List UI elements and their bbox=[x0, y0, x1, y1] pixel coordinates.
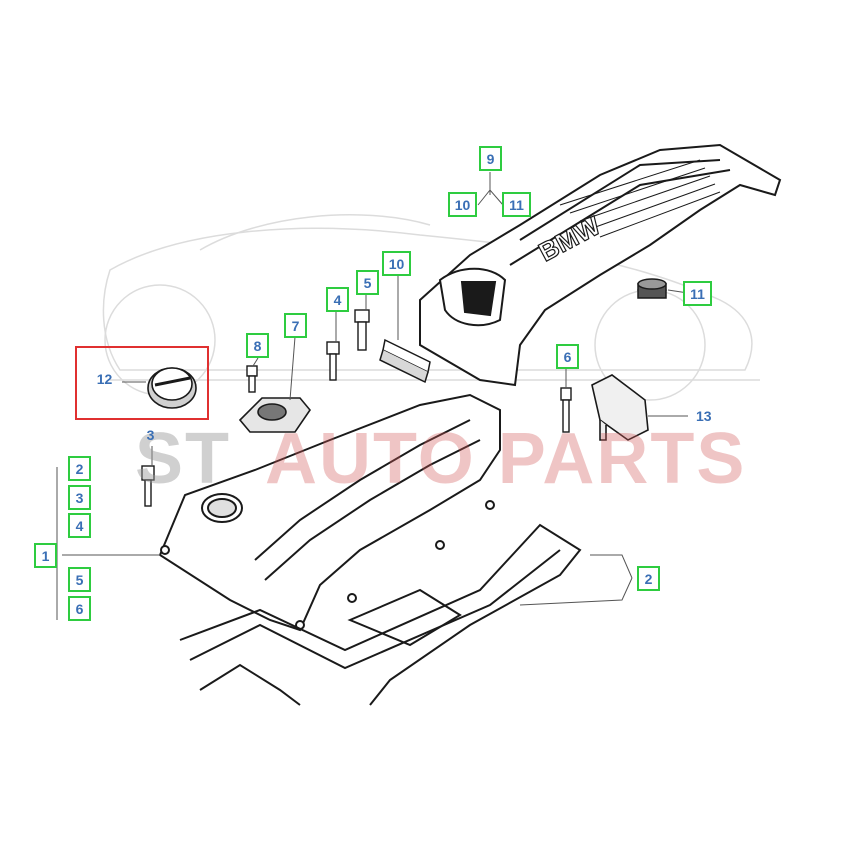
callout-7: 7 bbox=[284, 313, 307, 338]
engine-cover bbox=[419, 143, 782, 387]
callout-4-bolt: 4 bbox=[326, 287, 349, 312]
grommet-part bbox=[637, 278, 667, 299]
car-silhouette bbox=[102, 214, 760, 401]
callout-11: 11 bbox=[502, 192, 531, 217]
rubber-strip-part bbox=[379, 338, 431, 384]
callout-2-gasket: 2 bbox=[637, 566, 660, 591]
callout-6: 6 bbox=[68, 596, 91, 621]
callout-4: 4 bbox=[68, 513, 91, 538]
callout-9: 9 bbox=[479, 146, 502, 171]
callout-13: 13 bbox=[696, 408, 712, 424]
leader-lines bbox=[56, 172, 689, 620]
oil-cap-part bbox=[147, 367, 197, 409]
watermark: ST AUTO PARTS bbox=[135, 418, 746, 500]
watermark-prefix: ST bbox=[135, 419, 232, 499]
callout-5-bolt: 5 bbox=[356, 270, 379, 295]
callout-8: 8 bbox=[246, 333, 269, 358]
valve-cover bbox=[158, 393, 501, 632]
flange-part bbox=[238, 397, 312, 433]
callout-3: 3 bbox=[68, 485, 91, 510]
callout-12: 12 bbox=[96, 370, 113, 387]
callout-10: 10 bbox=[448, 192, 477, 217]
callout-6-bolt: 6 bbox=[556, 344, 579, 369]
gasket-part bbox=[179, 523, 582, 706]
callout-1: 1 bbox=[34, 543, 57, 568]
watermark-main: AUTO PARTS bbox=[265, 419, 747, 499]
callout-11-grommet: 11 bbox=[683, 281, 712, 306]
callout-2: 2 bbox=[68, 456, 91, 481]
highlight-box-oil-cap bbox=[75, 346, 209, 420]
bracket-part bbox=[591, 374, 649, 441]
callout-3-cap-seal: 3 bbox=[146, 426, 155, 443]
callout-5: 5 bbox=[68, 567, 91, 592]
callout-10-strip: 10 bbox=[382, 251, 411, 276]
bolt-parts bbox=[141, 309, 572, 507]
